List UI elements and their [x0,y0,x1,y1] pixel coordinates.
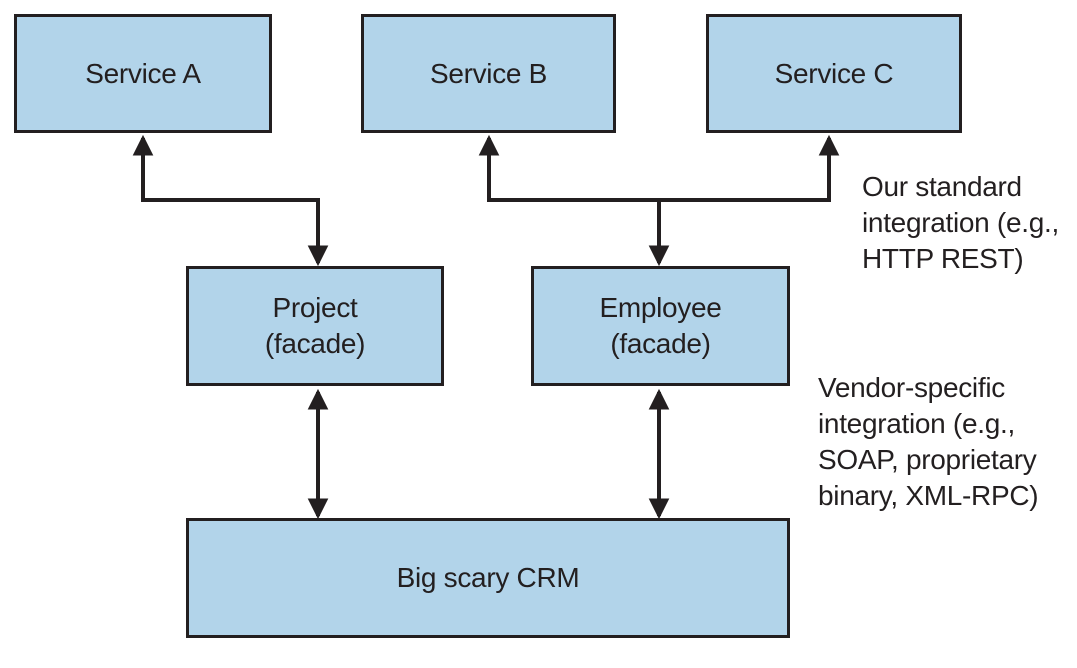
vendor-integration-line: integration (e.g., [818,408,1015,439]
connector-service-a-project [132,134,329,267]
service-b-label: Service B [429,57,548,89]
crm-box: Big scary CRM [186,518,790,638]
service-c-label: Service C [774,57,894,89]
vendor-integration-note: Vendor-specific integration (e.g., SOAP,… [818,370,1039,514]
project-facade-box: Project (facade) [186,266,444,386]
service-b-box: Service B [361,14,616,133]
standard-integration-line: Our standard [862,171,1022,202]
standard-integration-line: HTTP REST) [862,243,1024,274]
service-c-box: Service C [706,14,962,133]
service-a-box: Service A [14,14,272,133]
vendor-integration-line: Vendor-specific [818,372,1005,403]
vendor-integration-line: binary, XML-RPC) [818,480,1039,511]
employee-facade-name: Employee [599,292,722,323]
standard-integration-note: Our standard integration (e.g., HTTP RES… [862,169,1059,277]
project-facade-kind: (facade) [264,328,366,359]
connector-service-b-branch [478,134,659,202]
vendor-integration-line: SOAP, proprietary [818,444,1037,475]
service-a-label: Service A [85,57,201,89]
standard-integration-line: integration (e.g., [862,207,1059,238]
connector-service-c-branch [659,134,840,202]
employee-facade-kind: (facade) [610,328,711,359]
crm-label: Big scary CRM [396,562,580,593]
project-facade-name: Project [272,292,358,323]
employee-facade-box: Employee (facade) [531,266,790,386]
